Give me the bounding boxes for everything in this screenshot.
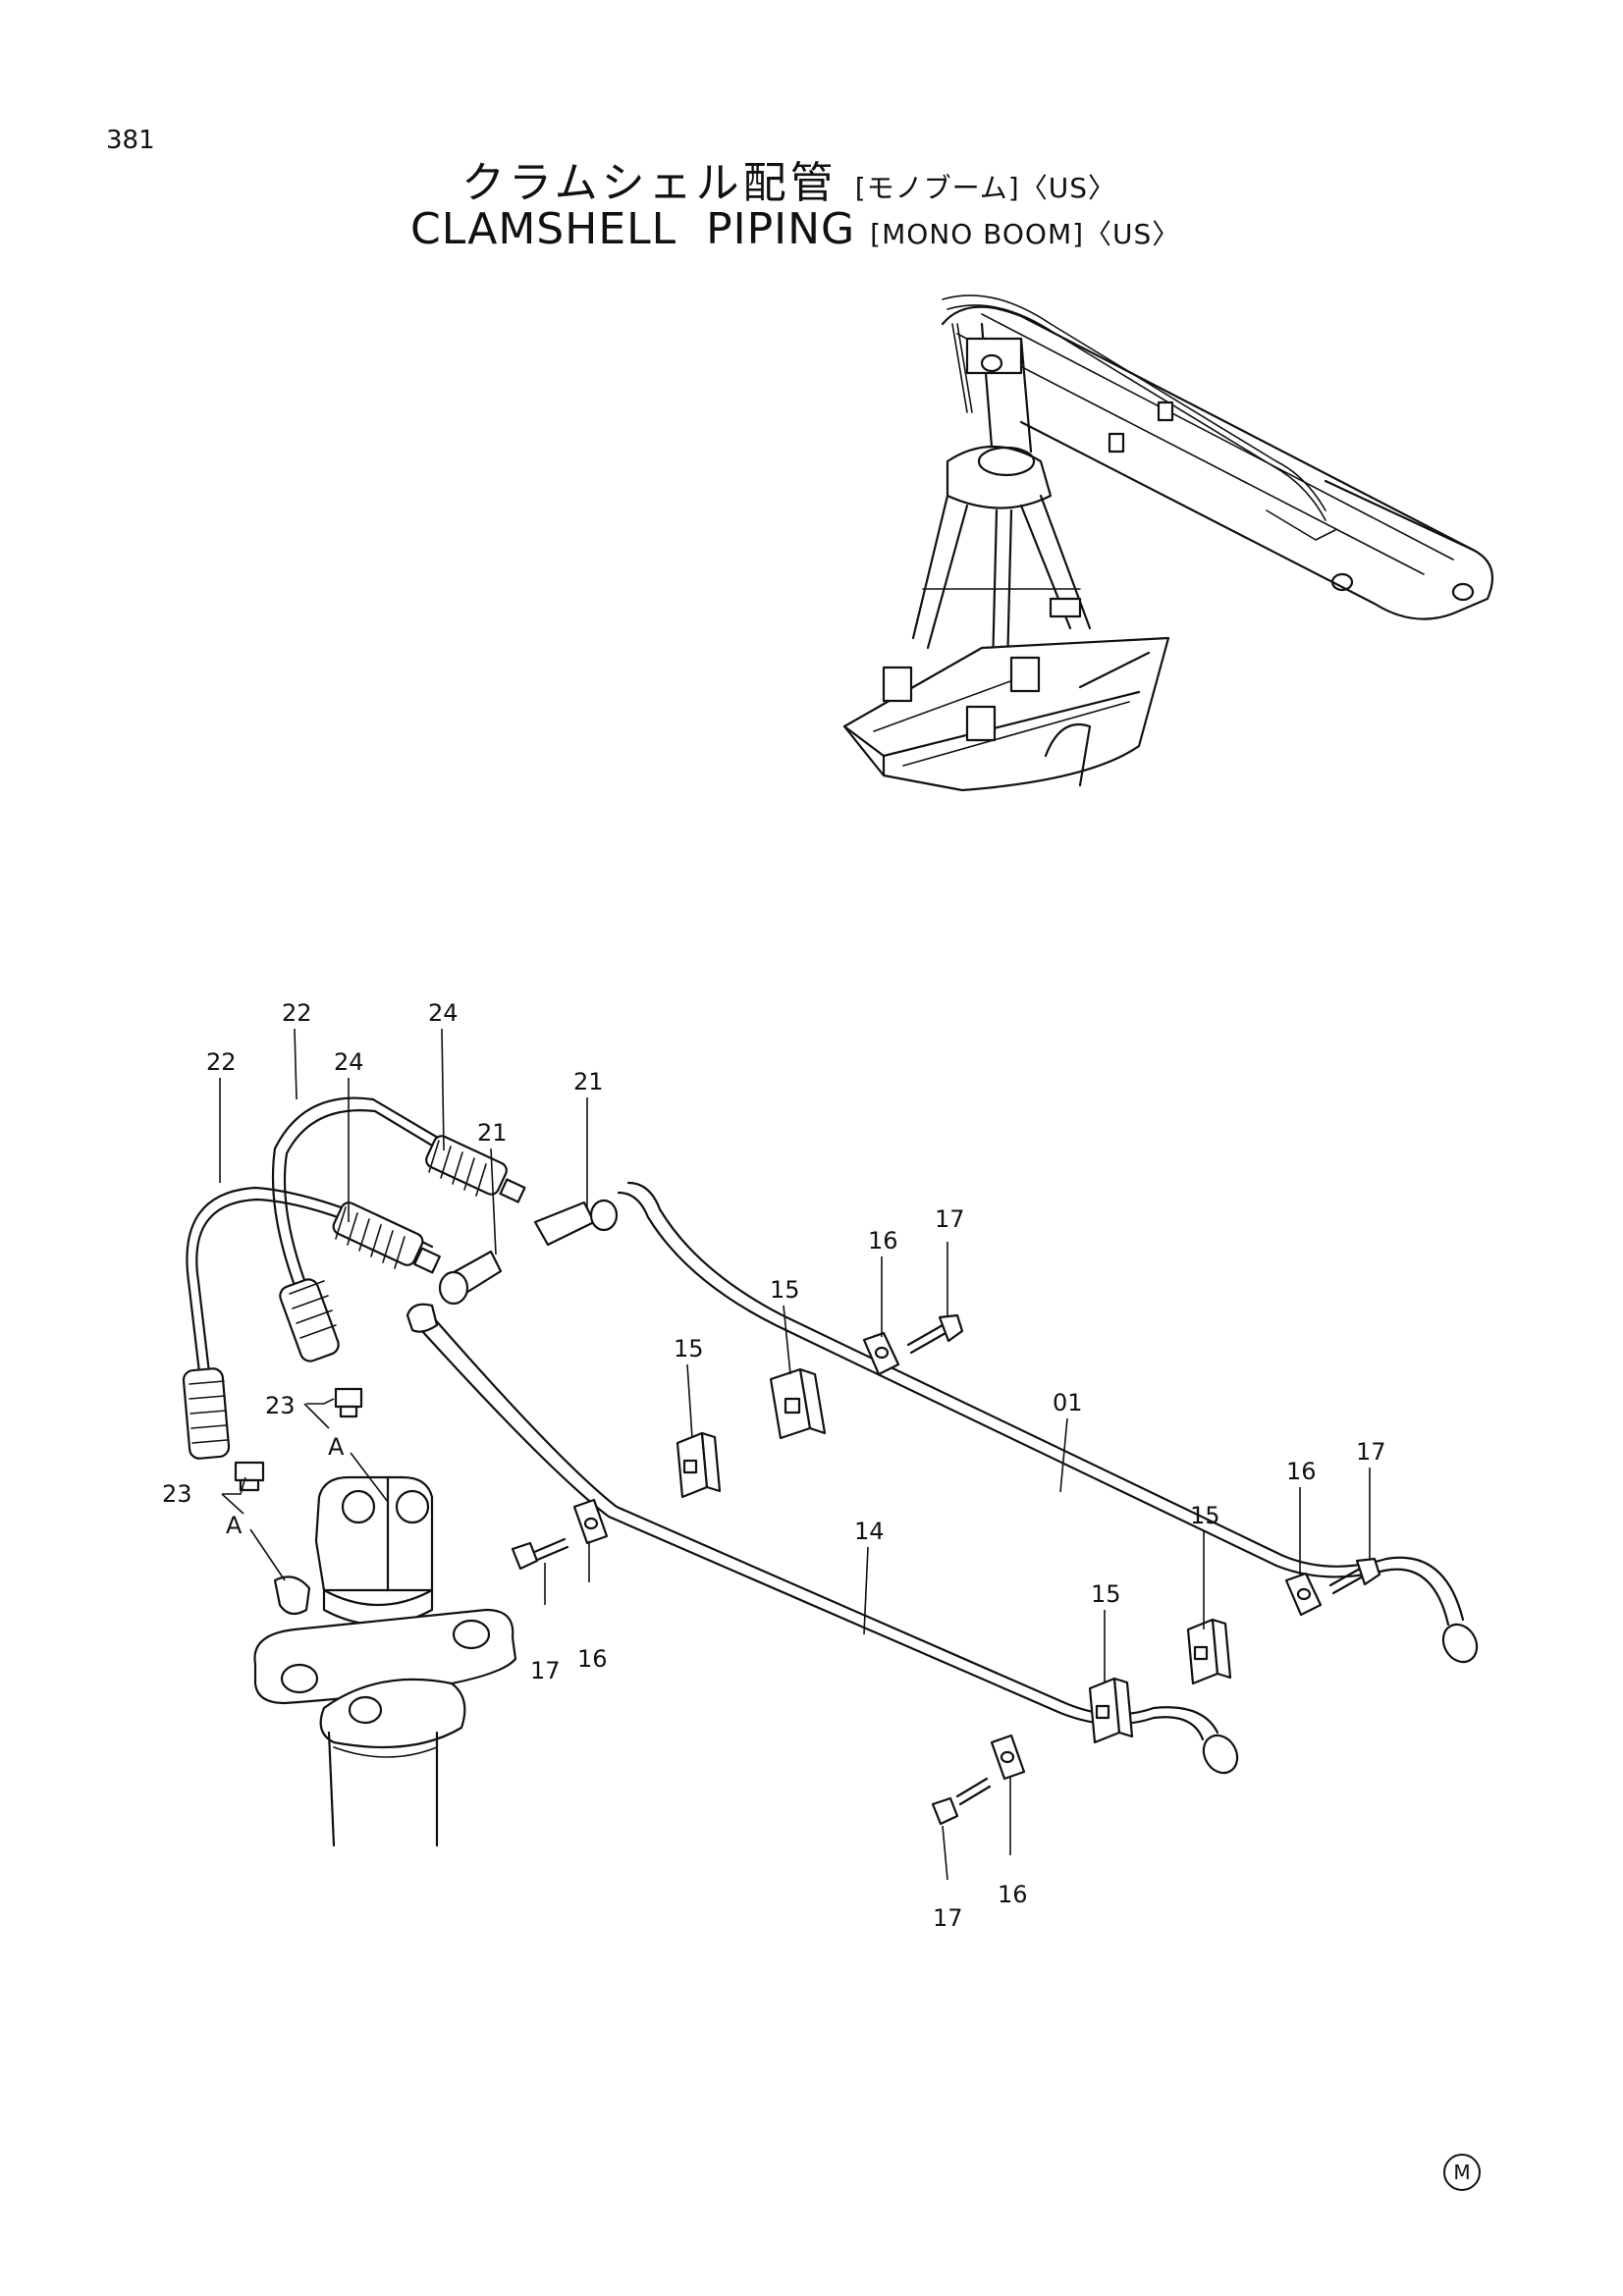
- callout-a: A: [226, 1512, 243, 1539]
- fitting-23-upper: [334, 1387, 363, 1409]
- callout-15: 15: [1190, 1502, 1220, 1529]
- callout-15: 15: [674, 1335, 704, 1362]
- callout-14: 14: [854, 1518, 885, 1545]
- spring-24-lower: [332, 1201, 441, 1274]
- clamp-15-d: [1088, 1677, 1134, 1744]
- clamp-15-a: [769, 1367, 827, 1440]
- callout-17: 17: [935, 1205, 965, 1233]
- hose-22-right: [271, 1096, 483, 1418]
- tee-21-upper: [533, 1199, 619, 1247]
- spring-24-upper: [425, 1135, 526, 1203]
- bolt-17-d: [931, 1777, 992, 1826]
- callout-15: 15: [1091, 1580, 1121, 1608]
- clamp-15-c: [1186, 1618, 1232, 1685]
- title-japanese-main: クラムシェル配管: [461, 158, 838, 208]
- clamp-16-a: [862, 1331, 900, 1376]
- callout-22: 22: [282, 999, 312, 1027]
- cylinder-bracket-assembly: [253, 1475, 517, 1847]
- callout-labels: 22 22 24 24 21 21 23 23 A A 01 14 15 15 …: [162, 999, 1386, 1932]
- hose-guard-spring: [182, 1367, 231, 1460]
- title-english: CLAMSHELL PIPING [MONO BOOM]〈US〉: [410, 204, 1180, 254]
- callout-23: 23: [162, 1480, 192, 1508]
- clamp-16-d: [990, 1734, 1026, 1781]
- callout-17: 17: [933, 1904, 963, 1932]
- overview-excavator-illustration: [842, 294, 1494, 792]
- callout-24: 24: [428, 999, 459, 1027]
- callout-16: 16: [998, 1881, 1028, 1908]
- leader-lines: [219, 1028, 1371, 1881]
- pipe-14: [406, 1303, 1239, 1775]
- title-japanese-sub: [モノブーム]〈US〉: [854, 172, 1116, 204]
- callout-22: 22: [206, 1048, 237, 1076]
- page-number: 381: [106, 126, 155, 155]
- clamp-16-c: [1284, 1572, 1323, 1617]
- pipe-01: [617, 1181, 1479, 1664]
- bolt-17-a: [906, 1313, 964, 1355]
- callout-15: 15: [770, 1276, 800, 1304]
- callout-01: 01: [1053, 1389, 1083, 1416]
- clamp-15-b: [676, 1431, 722, 1499]
- callout-21: 21: [477, 1119, 508, 1147]
- clamp-16-b: [572, 1498, 609, 1545]
- bolt-17-c: [1328, 1557, 1381, 1595]
- title-english-sub: [MONO BOOM]〈US〉: [870, 218, 1181, 250]
- title-japanese: クラムシェル配管 [モノブーム]〈US〉: [461, 147, 1116, 210]
- callout-a: A: [328, 1433, 345, 1461]
- callout-16: 16: [868, 1227, 898, 1255]
- fitting-23-lower: [234, 1461, 265, 1482]
- callout-21: 21: [573, 1068, 604, 1095]
- hose-guard-spring: [279, 1278, 340, 1362]
- callout-24: 24: [334, 1048, 364, 1076]
- callout-17: 17: [1356, 1438, 1386, 1466]
- callout-17: 17: [530, 1657, 561, 1684]
- title-english-main: CLAMSHELL PIPING: [410, 204, 856, 254]
- tee-21-lower: [438, 1250, 503, 1306]
- bolt-17-b: [511, 1537, 569, 1571]
- callout-16: 16: [577, 1645, 608, 1673]
- m-mark-icon: M: [1443, 2154, 1481, 2191]
- callout-23: 23: [265, 1392, 296, 1419]
- callout-16: 16: [1286, 1458, 1317, 1485]
